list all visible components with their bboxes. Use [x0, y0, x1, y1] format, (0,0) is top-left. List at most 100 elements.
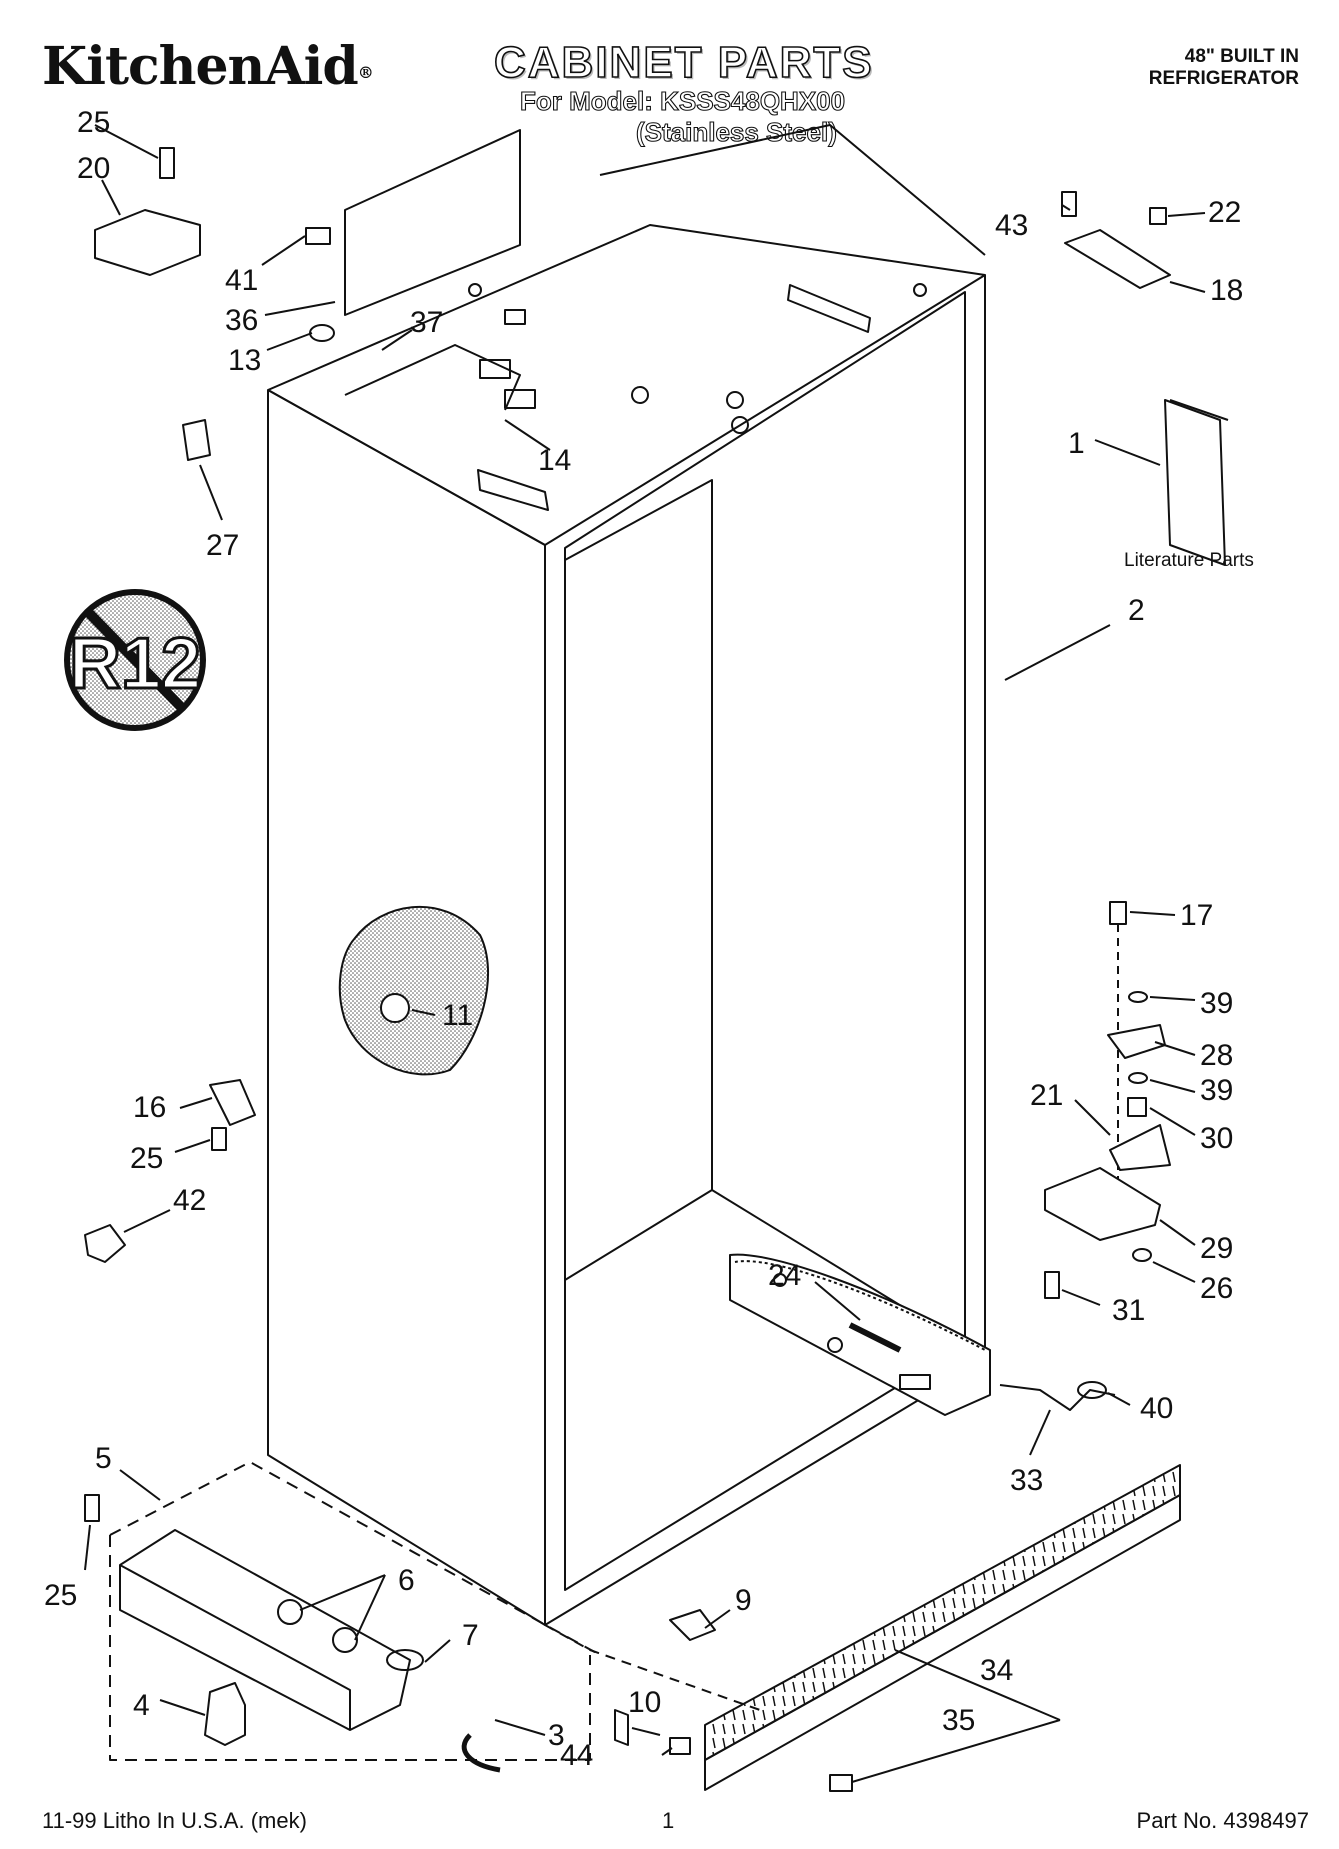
literature-booklet [1164, 399, 1226, 566]
callout-26: 26 [1200, 1272, 1233, 1305]
base-group-outline-left [109, 1535, 591, 1761]
top-hole-2 [726, 391, 744, 409]
leveling-rail-5-edge [119, 1564, 351, 1730]
nut-22 [1149, 207, 1167, 225]
literature-parts-label: Literature Parts [1124, 550, 1254, 571]
leader-36 [264, 301, 336, 316]
screw-25-top [159, 147, 175, 179]
gasket-7 [386, 1649, 424, 1671]
wire-cover-20 [94, 209, 201, 276]
base-group-outline-top [109, 1461, 601, 1656]
washer-39-top [1128, 991, 1148, 1003]
leader-16 [179, 1097, 213, 1109]
footer-part-number: Part No. 4398497 [1136, 1808, 1309, 1833]
frame-hole-1 [773, 1273, 787, 1287]
screw-43 [1061, 191, 1077, 217]
leader-6b [354, 1574, 386, 1641]
leader-10 [631, 1727, 661, 1736]
callout-43: 43 [995, 209, 1028, 242]
clip-27 [182, 419, 211, 461]
callout-42: 42 [173, 1184, 206, 1217]
hinge-assembly [999, 901, 1171, 1411]
door-closer-rod [999, 1384, 1116, 1411]
page-title: CABINET PARTS [493, 37, 874, 88]
leader-34 [894, 1649, 1061, 1721]
callout-44: 44 [560, 1739, 593, 1772]
leader-4 [159, 1699, 206, 1716]
insulation-cutaway [338, 905, 489, 1076]
washer-40 [1077, 1381, 1107, 1399]
callout-40: 40 [1140, 1392, 1173, 1425]
cabinet-shell [267, 124, 986, 1626]
leader-37 [381, 329, 413, 351]
screw-25-middle [211, 1127, 227, 1151]
leader-20 [101, 179, 121, 216]
callout-30: 30 [1200, 1122, 1233, 1155]
callout-36: 36 [225, 304, 258, 337]
leader-7 [424, 1639, 451, 1663]
leader-9 [704, 1609, 731, 1629]
callout-9: 9 [735, 1584, 752, 1617]
leader-2 [1004, 624, 1111, 681]
cabinet-inner-left-wall [564, 479, 713, 1281]
leader-21 [1074, 1099, 1111, 1136]
leader-6a [299, 1574, 386, 1611]
callout-16: 16 [133, 1091, 166, 1124]
callout-17: 17 [1180, 899, 1213, 932]
callout-41: 41 [225, 264, 258, 297]
leader-25a [94, 124, 159, 159]
leader-1 [1094, 439, 1161, 466]
leader-18 [1169, 281, 1206, 293]
callout-4: 4 [133, 1689, 150, 1722]
base-group-outline-right [544, 1624, 761, 1711]
product-type-line-1: 48" BUILT IN [1184, 46, 1299, 67]
top-hole-3 [731, 416, 749, 434]
bushing-30 [1127, 1097, 1147, 1117]
hinge-pin-17 [1109, 901, 1127, 925]
screw-31 [1044, 1271, 1060, 1299]
callout-24: 24 [768, 1259, 801, 1292]
leader-5 [119, 1469, 161, 1501]
roller-4 [204, 1682, 246, 1746]
hinge-base-29 [1044, 1167, 1161, 1241]
registered-mark: ® [357, 63, 374, 82]
bottom-insulation-edge [734, 1260, 986, 1351]
bracket-9 [669, 1609, 716, 1641]
hose-clip-3 [461, 1733, 501, 1773]
no-r12-slash [84, 608, 186, 712]
leader-11 [411, 1009, 436, 1016]
callout-6: 6 [398, 1564, 415, 1597]
product-type-line-2: REFRIGERATOR [1148, 68, 1299, 89]
leader-14 [504, 419, 551, 451]
leader-44 [661, 1747, 673, 1756]
callout-22: 22 [1208, 196, 1241, 229]
screw-41 [305, 227, 331, 245]
cabinet-left-side [267, 390, 546, 1626]
callout-21: 21 [1030, 1079, 1063, 1112]
door-stop-bumper [380, 993, 410, 1023]
door-closer-spring [848, 1322, 902, 1353]
callout-5: 5 [95, 1442, 112, 1475]
leader-22 [1167, 212, 1206, 217]
toe-grille-34-edge [704, 1494, 1181, 1761]
screw-35 [829, 1774, 853, 1792]
brand-logo: KitchenAid® [42, 36, 374, 97]
leader-25b [174, 1139, 211, 1153]
top-hole-1 [631, 386, 649, 404]
clip-10 [614, 1709, 629, 1746]
leader-3 [494, 1719, 546, 1736]
callout-3: 3 [548, 1719, 565, 1752]
leader-13 [266, 332, 313, 351]
nut-42 [84, 1224, 126, 1263]
leader-35 [851, 1719, 1061, 1783]
grommet-6b [332, 1627, 358, 1653]
grommet-6a [277, 1599, 303, 1625]
connector-block-1 [479, 359, 511, 379]
leveling-rail-5 [119, 1529, 411, 1731]
leader-41 [261, 235, 306, 266]
leader-29 [1159, 1219, 1196, 1246]
switch-37 [504, 309, 526, 325]
toe-grille-34-base [704, 1495, 1181, 1791]
callout-31: 31 [1112, 1294, 1145, 1327]
